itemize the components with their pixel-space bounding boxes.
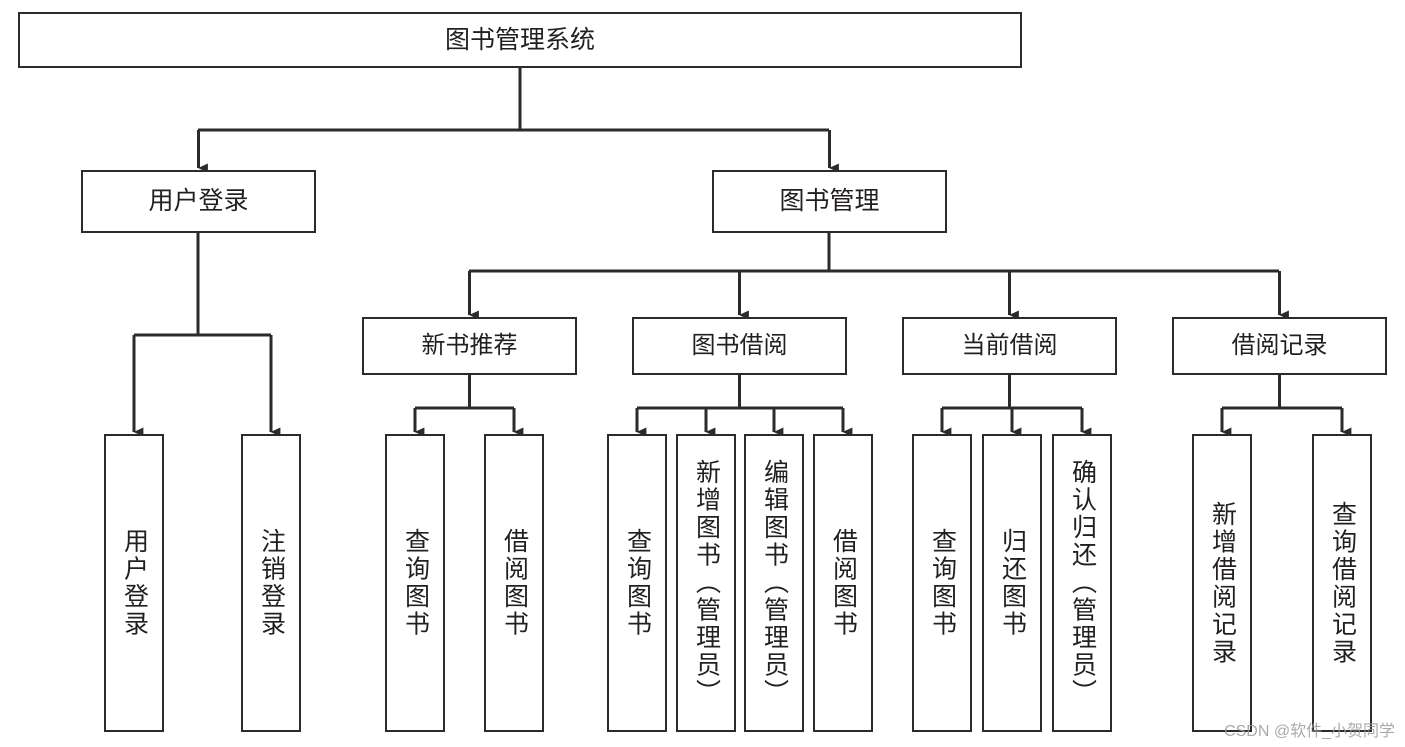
node-current-borrow[interactable]: 当前借阅 xyxy=(902,317,1117,375)
leaf-query-book-1[interactable]: 查询图书 xyxy=(385,434,445,732)
leaf-borrow-book-2[interactable]: 借阅图书 xyxy=(813,434,873,732)
leaf-query-book-2[interactable]: 查询图书 xyxy=(607,434,667,732)
leaf-query-book-2-label: 查询图书 xyxy=(623,528,652,638)
leaf-return-book-label: 归还图书 xyxy=(998,528,1027,638)
node-user-login-label: 用户登录 xyxy=(148,187,249,215)
leaf-user-login[interactable]: 用户登录 xyxy=(104,434,164,732)
leaf-borrow-book-2-label: 借阅图书 xyxy=(829,528,858,638)
leaf-add-record-label: 新增借阅记录 xyxy=(1208,500,1237,666)
leaf-confirm-return-label: 确认归还（管理员） xyxy=(1068,459,1097,707)
node-user-login[interactable]: 用户登录 xyxy=(81,170,316,233)
node-book-borrow-label: 图书借阅 xyxy=(691,332,788,360)
node-borrow-record[interactable]: 借阅记录 xyxy=(1172,317,1387,375)
leaf-query-book-3-label: 查询图书 xyxy=(928,528,957,638)
leaf-query-book-1-label: 查询图书 xyxy=(401,528,430,638)
leaf-borrow-book-1[interactable]: 借阅图书 xyxy=(484,434,544,732)
node-borrow-record-label: 借阅记录 xyxy=(1231,332,1328,360)
leaf-return-book[interactable]: 归还图书 xyxy=(982,434,1042,732)
leaf-query-book-3[interactable]: 查询图书 xyxy=(912,434,972,732)
leaf-edit-book[interactable]: 编辑图书（管理员） xyxy=(744,434,804,732)
node-current-borrow-label: 当前借阅 xyxy=(961,332,1058,360)
leaf-user-login-label: 用户登录 xyxy=(120,528,149,638)
leaf-add-book[interactable]: 新增图书（管理员） xyxy=(676,434,736,732)
leaf-query-record-label: 查询借阅记录 xyxy=(1328,500,1357,666)
leaf-add-book-label: 新增图书（管理员） xyxy=(692,459,721,707)
node-book-borrow[interactable]: 图书借阅 xyxy=(632,317,847,375)
leaf-edit-book-label: 编辑图书（管理员） xyxy=(760,459,789,707)
node-book-manage-label: 图书管理 xyxy=(779,187,880,215)
leaf-borrow-book-1-label: 借阅图书 xyxy=(500,528,529,638)
node-new-book-rec-label: 新书推荐 xyxy=(421,332,518,360)
watermark-text: CSDN @软件_小贺同学 xyxy=(1224,723,1395,740)
leaf-query-record[interactable]: 查询借阅记录 xyxy=(1312,434,1372,732)
leaf-confirm-return[interactable]: 确认归还（管理员） xyxy=(1052,434,1112,732)
leaf-user-logout[interactable]: 注销登录 xyxy=(241,434,301,732)
leaf-add-record[interactable]: 新增借阅记录 xyxy=(1192,434,1252,732)
leaf-user-logout-label: 注销登录 xyxy=(257,528,286,638)
node-root[interactable]: 图书管理系统 xyxy=(18,12,1022,68)
node-book-manage[interactable]: 图书管理 xyxy=(712,170,947,233)
node-new-book-rec[interactable]: 新书推荐 xyxy=(362,317,577,375)
node-root-label: 图书管理系统 xyxy=(444,25,595,54)
